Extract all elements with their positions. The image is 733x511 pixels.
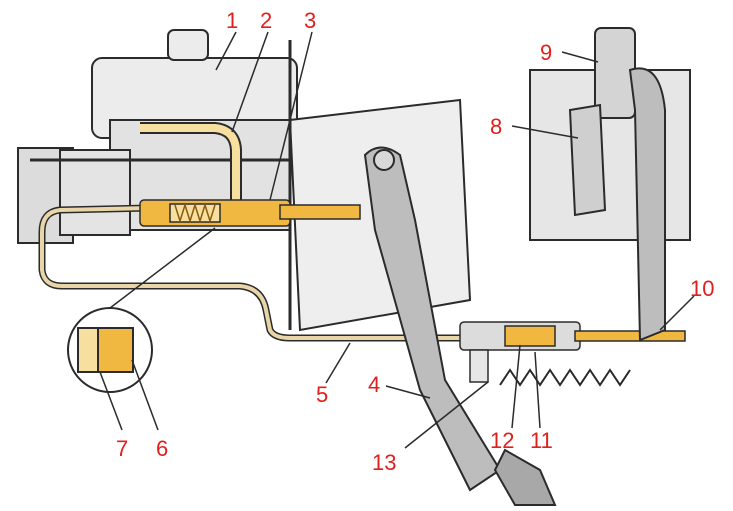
callout-3: 3 [304, 8, 316, 33]
leader-3 [269, 31, 313, 201]
leader-10 [659, 295, 695, 331]
release-bearing [594, 27, 636, 119]
inset-valve [77, 327, 99, 373]
callout-6: 6 [156, 436, 168, 461]
pedal-pivot [373, 149, 395, 171]
leader-lines [99, 31, 695, 449]
leader-13 [404, 381, 489, 449]
callout-9: 9 [540, 40, 552, 65]
callout-13: 13 [372, 450, 396, 475]
reservoir-cap [167, 29, 209, 61]
callout-4: 4 [368, 372, 380, 397]
pedal-arm [363, 146, 502, 492]
pushrod [279, 204, 361, 220]
callout-labels: 1 2 3 4 5 6 7 8 9 10 11 12 13 [116, 8, 714, 475]
slave-pushrod [574, 330, 686, 342]
feed-hose [140, 124, 240, 200]
callout-1: 1 [226, 8, 238, 33]
callout-10: 10 [690, 276, 714, 301]
inset-detail [67, 227, 216, 393]
leader-2 [231, 31, 269, 133]
leader-4 [385, 385, 431, 399]
hydraulic-pipe [40, 206, 470, 340]
callout-12: 12 [490, 428, 514, 453]
leader-1 [215, 31, 237, 71]
leader-12 [511, 344, 521, 429]
leader-5 [325, 342, 351, 384]
fork-bracket [568, 103, 607, 217]
return-spring-slave [499, 368, 631, 387]
callout-5: 5 [316, 382, 328, 407]
slave-piston [504, 325, 556, 347]
leader-11 [534, 351, 541, 429]
booster-body [59, 149, 131, 236]
release-fork [628, 67, 666, 342]
clutch-pedal [363, 146, 557, 506]
inset-pointer [109, 227, 216, 309]
callout-2: 2 [260, 8, 272, 33]
return-spring [174, 202, 216, 224]
leader-6 [131, 359, 159, 431]
slave-cylinder [459, 321, 686, 387]
leader-9 [561, 51, 599, 63]
release-assembly [529, 27, 691, 342]
callout-8: 8 [490, 114, 502, 139]
leader-7 [99, 371, 123, 431]
reservoir-assembly [17, 29, 300, 244]
callout-7: 7 [116, 436, 128, 461]
bleed-valve [469, 349, 489, 383]
callout-11: 11 [530, 428, 553, 453]
leader-8 [511, 125, 579, 139]
pedal-pad [493, 448, 557, 506]
